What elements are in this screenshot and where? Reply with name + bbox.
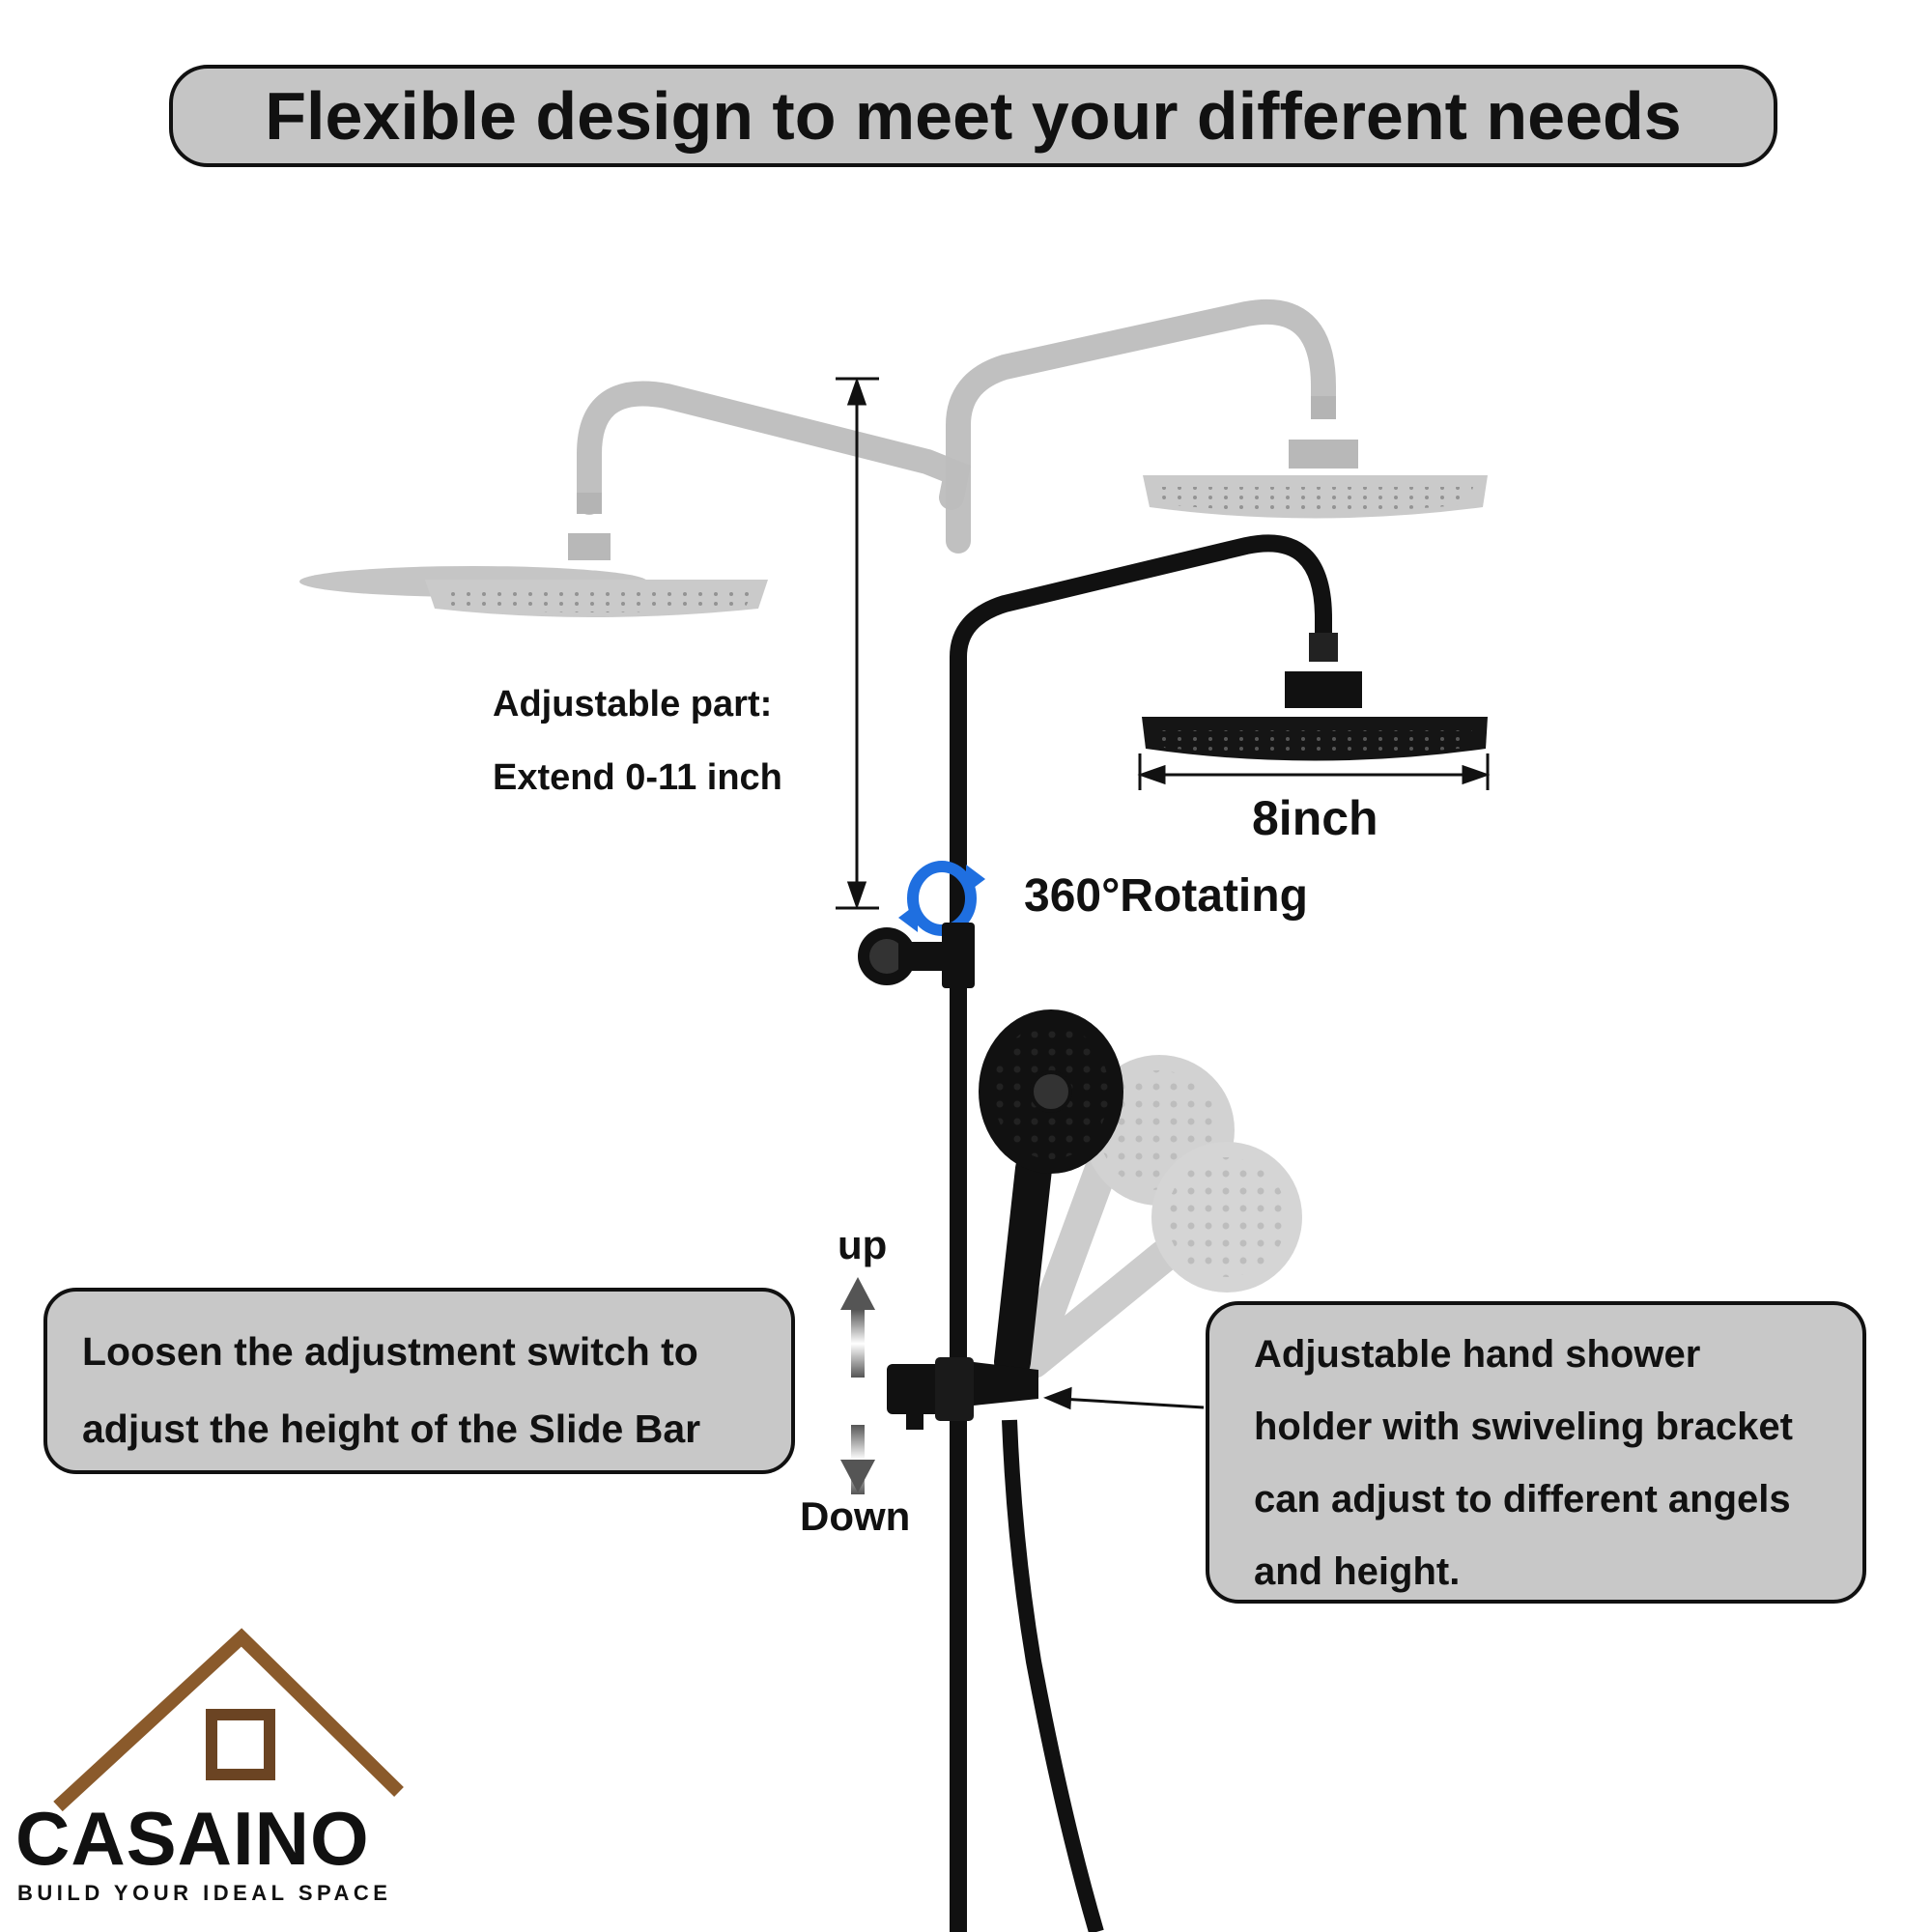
callout-line: Adjustable hand shower — [1254, 1333, 1701, 1376]
callout-line: adjust the height of the Slide Bar — [82, 1406, 701, 1451]
head-size-label: 8inch — [1252, 791, 1378, 845]
hand-shower-callout: Adjustable hand shower holder with swive… — [1206, 1301, 1866, 1604]
up-arrow-icon — [840, 1277, 875, 1378]
down-label: Down — [800, 1493, 911, 1539]
head-width-dimension — [1137, 753, 1491, 790]
page-title: Flexible design to meet your different n… — [265, 78, 1682, 154]
callout-pointer-arrow — [1043, 1386, 1205, 1410]
adjustable-dimension — [836, 377, 879, 910]
hand-shower — [979, 1009, 1123, 1380]
extend-range-label: Extend 0-11 inch — [493, 757, 782, 798]
brand-tagline: BUILD YOUR IDEAL SPACE — [17, 1881, 392, 1905]
callout-line: holder with swiveling bracket — [1254, 1406, 1793, 1448]
rotating-label: 360°Rotating — [1024, 870, 1308, 922]
slide-bar-callout: Loosen the adjustment switch to adjust t… — [43, 1288, 795, 1474]
up-label: up — [838, 1222, 888, 1267]
ghost-rain-head-left — [299, 381, 971, 617]
callout-line: can adjust to different angels — [1254, 1478, 1791, 1520]
down-arrow-icon — [840, 1425, 875, 1494]
brand-name: CASAINO — [15, 1796, 370, 1881]
ghost-rain-head-right — [946, 298, 1488, 554]
rotate-arrow-icon — [898, 861, 985, 936]
hose — [1002, 1419, 1104, 1932]
adjustable-part-label: Adjustable part: — [493, 684, 773, 724]
slide-holder — [887, 1357, 1038, 1430]
title-banner: Flexible design to meet your different n… — [169, 65, 1777, 167]
main-riser — [950, 534, 1488, 1932]
callout-line: Loosen the adjustment switch to — [82, 1329, 698, 1374]
callout-line: and height. — [1254, 1550, 1461, 1593]
house-logo-icon — [53, 1628, 404, 1812]
wall-bracket — [858, 923, 975, 988]
ghost-hand-shower — [1017, 1055, 1302, 1378]
